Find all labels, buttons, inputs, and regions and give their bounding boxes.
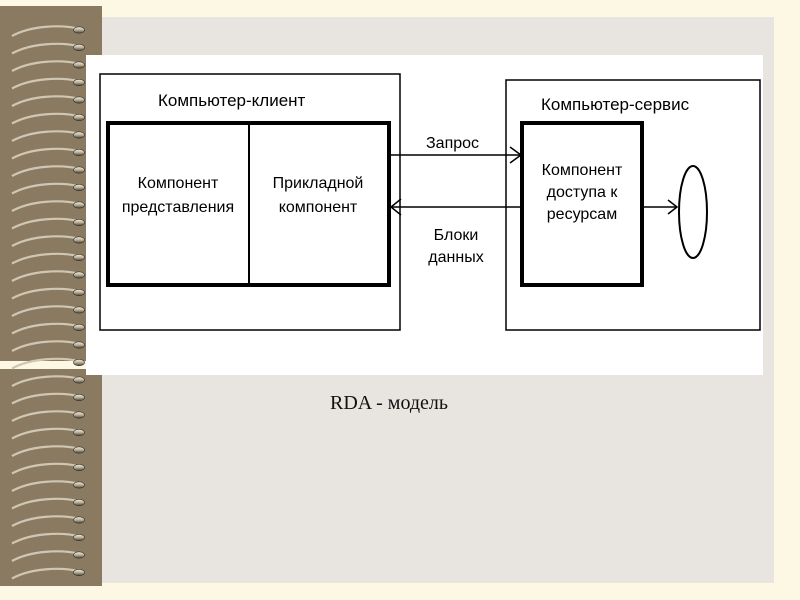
data-blocks-label-line1: Блоки: [434, 227, 479, 244]
binder-ring: [11, 497, 81, 510]
binder-ring: [11, 60, 81, 72]
binder-ring: [11, 340, 81, 352]
binder-ring: [11, 112, 81, 125]
binder-ring-knob: [73, 271, 85, 279]
server-title: Компьютер-сервис: [541, 95, 690, 114]
request-arrow-head: [509, 146, 523, 164]
application-component-line2: компонент: [279, 199, 358, 216]
presentation-component-line1: Компонент: [138, 175, 219, 192]
binder-ring-knob: [73, 323, 85, 331]
binder-ring-knob: [73, 254, 85, 262]
binder-ring-knob: [73, 219, 85, 227]
application-component-line1: Прикладной: [273, 175, 364, 192]
binder-ring-knob: [73, 463, 85, 471]
data-blocks-label-line2: данных: [428, 249, 483, 266]
resource-arrow-head: [667, 199, 679, 215]
binder-ring-knob: [73, 184, 85, 192]
binder-ring: [11, 77, 81, 90]
client-title: Компьютер-клиент: [158, 91, 306, 110]
binder-ring-knob: [73, 201, 85, 209]
binder-ring-knob: [73, 149, 85, 157]
binder-ring: [11, 532, 81, 545]
binder-ring-knob: [73, 428, 85, 436]
resource-access-line2: доступа к: [547, 184, 619, 201]
binder-ring: [11, 567, 81, 580]
binder-ring: [11, 165, 81, 177]
spiral-binding-icon: [11, 25, 85, 580]
binder-ring: [11, 147, 81, 160]
resource-ellipse-icon: [678, 165, 708, 259]
binder-ring: [11, 550, 81, 562]
binder-ring-knob: [73, 79, 85, 87]
binder-ring-knob: [73, 166, 85, 174]
binder-ring-knob: [73, 533, 85, 541]
binder-ring: [11, 357, 81, 370]
binder-ring-knob: [73, 341, 85, 349]
binder-ring: [11, 235, 81, 247]
binder-ring: [11, 130, 81, 142]
binder-ring-knob: [73, 498, 85, 506]
binder-ring: [11, 252, 81, 265]
request-label: Запрос: [426, 135, 479, 152]
binder-ring-knob: [73, 43, 85, 51]
binder-ring: [11, 427, 81, 440]
binder-ring: [11, 287, 81, 300]
binder-ring: [11, 462, 81, 475]
binder-ring: [11, 182, 81, 195]
presentation-component-line2: представления: [122, 199, 234, 216]
binder-ring: [11, 25, 81, 37]
diagram-panel: [86, 55, 763, 375]
binder-ring-knob: [73, 288, 85, 296]
binder-ring-knob: [73, 393, 85, 401]
binder-ring-knob: [73, 446, 85, 454]
binder-ring: [11, 375, 81, 387]
binder-ring: [11, 200, 81, 212]
binder-ring: [11, 480, 81, 492]
binder-gap: [0, 361, 102, 369]
binder-ring-knob: [73, 61, 85, 69]
binder-ring-knob: [73, 114, 85, 122]
binder-ring: [11, 322, 81, 335]
binder-ring-knob: [73, 568, 85, 576]
resource-access-line3: ресурсам: [547, 206, 617, 223]
binder-ring: [11, 95, 81, 107]
binder-ring: [11, 445, 81, 457]
binder-ring-knob: [73, 131, 85, 139]
binder-ring: [11, 42, 81, 55]
binder-ring-knob: [73, 376, 85, 384]
binder-ring-knob: [73, 481, 85, 489]
binder-ring-knob: [73, 306, 85, 314]
binder-ring: [11, 305, 81, 317]
binder-ring-knob: [73, 236, 85, 244]
binder-ring-knob: [73, 358, 85, 366]
resource-access-line1: Компонент: [542, 162, 623, 179]
data-blocks-arrow-head: [389, 198, 402, 216]
binder-ring-knob: [73, 516, 85, 524]
binder-ring: [11, 270, 81, 282]
binder-ring: [11, 217, 81, 230]
resource-access-box: [520, 121, 644, 287]
binder-ring-knob: [73, 96, 85, 104]
binder-strip-bottom: [0, 369, 102, 586]
binder-ring-knob: [73, 26, 85, 34]
diagram-caption: RDA - модель: [330, 392, 449, 414]
binder-ring-knob: [73, 551, 85, 559]
binder-ring: [11, 392, 81, 405]
binder-ring: [11, 410, 81, 422]
client-computer-box: [99, 73, 401, 331]
binder-ring: [11, 515, 81, 527]
binder-ring-knob: [73, 411, 85, 419]
server-computer-box: [505, 79, 761, 331]
